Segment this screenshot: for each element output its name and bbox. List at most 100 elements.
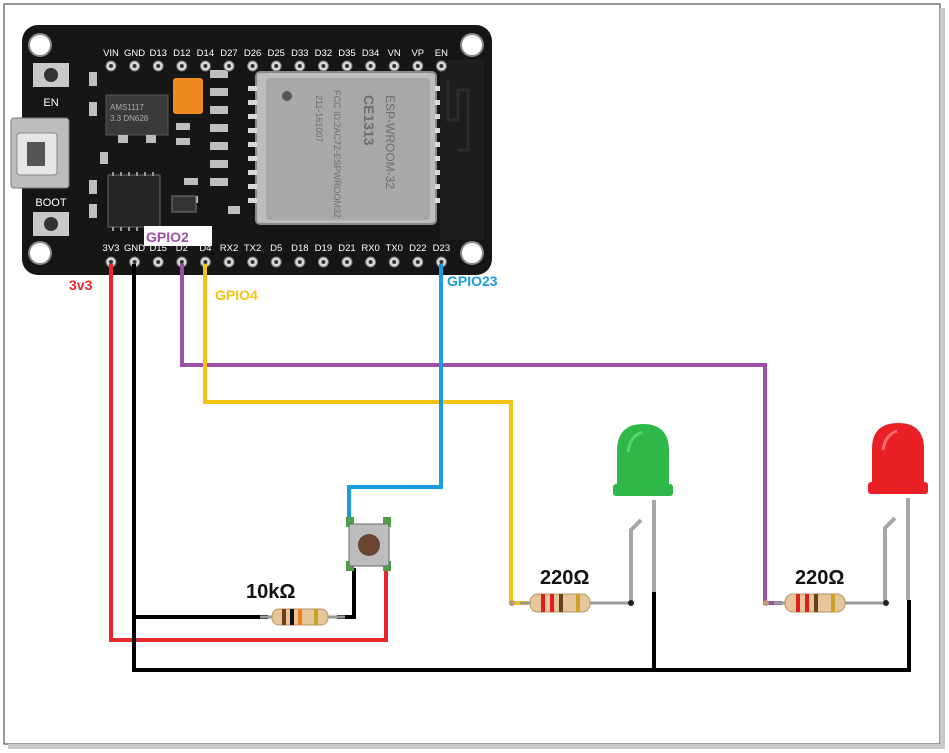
- top-pin-hole: [297, 64, 302, 68]
- joint-red-resistor: [763, 600, 769, 606]
- resistor-220-green-band-1: [541, 594, 545, 612]
- resistor-220-green: [520, 593, 630, 613]
- resistor-220-red-band-1: [796, 594, 800, 612]
- module-castellations: [248, 86, 444, 203]
- transistor: [171, 195, 197, 213]
- bottom-pin-hole: [132, 260, 137, 264]
- bottom-pin-hole: [439, 260, 444, 264]
- module-engraving: ESP-WROOM-32 CE1313 FCC ID:2AC7Z-ESPWROO…: [314, 90, 397, 218]
- top-pin-label: D34: [362, 48, 379, 59]
- green-led-highlight: [626, 430, 643, 453]
- red-led-rim: [868, 482, 928, 494]
- wire-gpio4: [203, 264, 528, 605]
- bottom-pin-label: D21: [338, 243, 355, 254]
- resistor-220-red-band-2: [805, 594, 809, 612]
- resistor-220-red-band-4: [831, 594, 835, 612]
- green-led-body: [617, 424, 669, 492]
- resistor-220-green-band-2: [550, 594, 554, 612]
- top-pin-label: D25: [267, 48, 284, 59]
- green-led-leg-cathode: [629, 518, 643, 603]
- regulator-leg: [146, 135, 156, 143]
- red-led-body: [872, 423, 924, 490]
- top-pin-label: D32: [315, 48, 332, 59]
- top-pin-hole: [227, 64, 231, 68]
- tantalum-capacitor: [173, 78, 203, 114]
- resistor-10k-band-2: [290, 609, 294, 625]
- bottom-pin-label: TX0: [385, 243, 402, 254]
- push-button: [346, 517, 391, 571]
- top-pin-hole: [156, 64, 161, 68]
- resistor-10k: [260, 608, 345, 626]
- joint-green-led-cathode: [628, 600, 634, 606]
- bottom-pin-label: RX2: [220, 243, 238, 254]
- module-pin1-dot: [282, 91, 292, 101]
- bottom-pin-label: D22: [409, 243, 426, 254]
- bottom-pin-hole: [345, 260, 349, 264]
- push-button-cap: [358, 534, 380, 556]
- bottom-pin-hole: [274, 260, 279, 264]
- resistor-220-green-band-4: [576, 594, 580, 612]
- red-led-highlight: [881, 429, 898, 451]
- top-pin-label: D35: [338, 48, 355, 59]
- label-gpio2-bg: [144, 226, 212, 246]
- boot-button-label: BOOT: [35, 197, 66, 209]
- bottom-pin-hole: [109, 260, 113, 264]
- mount-hole-br: [460, 241, 484, 265]
- top-pin-label: VP: [411, 48, 424, 59]
- top-pin-label: EN: [435, 48, 448, 59]
- en-button-label: EN: [43, 97, 58, 109]
- push-button-leg-tr: [383, 517, 391, 527]
- bottom-pin-hole: [156, 260, 161, 264]
- resistor-220-red-label: 220Ω: [795, 567, 844, 589]
- boot-button: [44, 217, 58, 231]
- voltage-regulator: [105, 94, 169, 136]
- label-3v3: 3v3: [69, 277, 93, 293]
- joint-red-led-cathode: [883, 600, 889, 606]
- top-pin-hole: [345, 64, 349, 68]
- resistor-10k-band-3: [298, 609, 302, 625]
- wire-gpio23: [347, 264, 443, 525]
- resistor-220-red-band-3: [814, 594, 818, 612]
- top-pin-label: D33: [291, 48, 308, 59]
- bottom-pin-label: 3V3: [103, 243, 120, 254]
- regulator-text-1: AMS1117: [110, 103, 144, 112]
- top-pin-hole: [321, 64, 326, 68]
- bottom-pin-hole: [297, 260, 302, 264]
- top-pin-hole: [439, 64, 444, 68]
- top-pin-hole: [250, 64, 255, 68]
- top-pin-label: VIN: [103, 48, 119, 59]
- bottom-pin-hole: [179, 260, 184, 264]
- resistor-220-red: [774, 593, 886, 613]
- bottom-pin-label: D5: [270, 243, 282, 254]
- regulator-text-2: 3.3 DN628: [110, 114, 149, 123]
- module-text-1: ESP-WROOM-32: [383, 95, 397, 189]
- top-pin-label: VN: [388, 48, 401, 59]
- module-text-4: 211-161007: [314, 95, 324, 142]
- bottom-pin-hole: [203, 260, 208, 264]
- green-led: [613, 424, 673, 603]
- esp32-board: EN BOOT AMS1117 3.3 DN628: [10, 25, 492, 275]
- module-shield: [266, 78, 430, 220]
- bottom-pin-hole: [368, 260, 373, 264]
- bottom-pin-hole: [392, 260, 397, 264]
- joint-green-resistor: [509, 600, 515, 606]
- resistor-10k-band-1: [282, 609, 286, 625]
- resistor-10k-band-4: [314, 609, 318, 625]
- top-pin-hole: [203, 64, 208, 68]
- frame-shadow-bottom: [8, 744, 945, 749]
- bottom-pin-label: D15: [149, 243, 166, 254]
- bottom-pin-label: D18: [291, 243, 308, 254]
- red-led: [868, 423, 928, 603]
- module-text-3: FCC ID:2AC7Z-ESPWROOM32: [332, 90, 342, 218]
- bottom-pin-label: D4: [199, 243, 211, 254]
- bottom-pin-label: RX0: [361, 243, 379, 254]
- top-pin-label: D13: [149, 48, 166, 59]
- bottom-pin-label: D2: [176, 243, 188, 254]
- mount-hole-tr: [460, 33, 484, 57]
- top-pin-hole: [274, 64, 279, 68]
- top-pin-hole: [415, 64, 420, 68]
- bottom-pin-hole: [250, 260, 255, 264]
- top-pin-label: GND: [124, 48, 145, 59]
- antenna-trace: [446, 80, 470, 152]
